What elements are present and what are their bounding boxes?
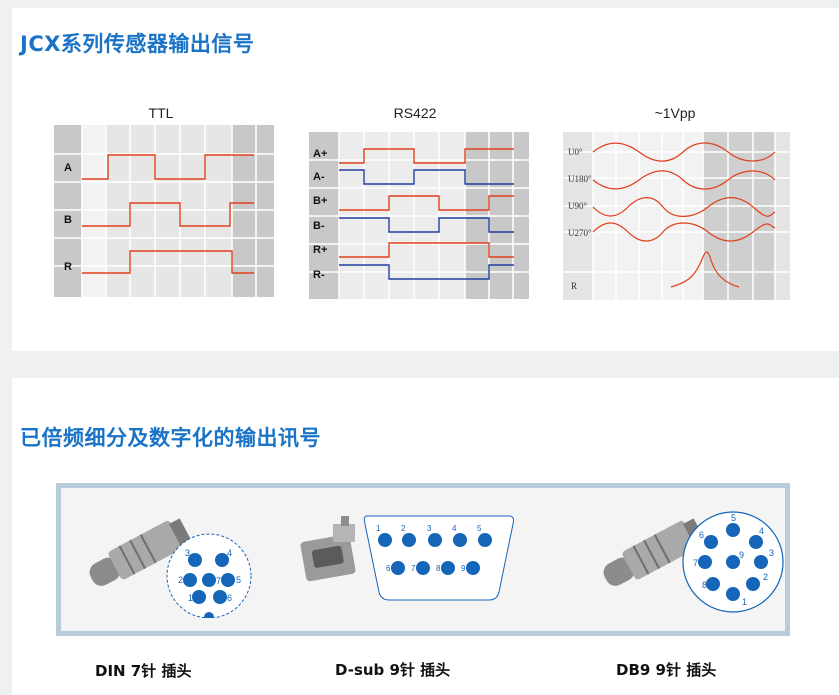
caption-din-7: DIN 7针 插头 [95,662,192,680]
section-title-sensor-output: JCX系列传感器输出信号 [20,32,255,56]
din-pin-4: 4 [227,548,232,558]
rs422-label-r-minus: R- [313,269,325,281]
din-pin-7: 7 [216,576,221,586]
db9-pin-9: 9 [739,550,744,560]
rs422-label-a-plus: A+ [313,148,327,160]
dsub-pin-9: 9 [461,564,466,573]
db9-pin-8: 8 [702,580,707,590]
dsub-pin-6: 6 [386,564,391,573]
caption-db9-9: DB9 9针 插头 [616,661,717,679]
rs422-signal-chart: A+ A- B+ B- R+ R- [309,132,529,299]
rs422-label-a-minus: A- [313,171,325,183]
din-pin-5: 5 [236,575,241,585]
1vpp-label-u180: U180° [568,174,592,184]
ttl-label-a: A [64,162,72,174]
dsub-pin-5: 5 [477,524,482,533]
dsub-pin-8: 8 [436,564,441,573]
dsub-pin-3: 3 [427,524,432,533]
sensor-output-panel: JCX系列传感器输出信号 TTL A B R R [12,8,839,351]
1vpp-label-u90: U90° [568,201,587,211]
ttl-signal-chart: A B R [54,125,274,297]
db9-pin-3: 3 [769,548,774,558]
chart-title-rs422: RS422 [393,105,437,121]
digital-output-panel: 已倍频细分及数字化的输出讯号 3 4 2 7 5 [12,378,839,695]
dsub-9-connector-image: 1 2 3 4 5 6 7 8 9 [300,515,514,601]
din-pin-3: 3 [185,548,190,558]
1vpp-label-r: R [571,281,577,291]
chart-title-1vpp: ~1Vpp [654,105,696,121]
dsub-pin-4: 4 [452,524,457,533]
rs422-label-r-plus: R+ [313,244,327,256]
din-pin-1: 1 [188,593,193,603]
section-title-digital-output: 已倍频细分及数字化的输出讯号 [20,426,321,450]
rs422-label-b-plus: B+ [313,195,327,207]
ttl-label-r: R [64,261,72,273]
1vpp-label-u0: U0° [568,147,583,157]
din-pin-6: 6 [227,593,232,603]
db9-pin-6: 6 [699,530,704,540]
1vpp-label-u270: U270° [568,228,592,238]
chart-title-ttl: TTL [148,105,174,121]
1vpp-signal-chart: U0° U180° U90° U270° R [563,132,790,300]
caption-dsub-9: D-sub 9针 插头 [335,661,451,679]
connector-illustration-box: 3 4 2 7 5 1 6 1 2 [56,483,790,636]
db9-pin-1: 1 [742,597,747,607]
din-pin-2: 2 [178,575,183,585]
dsub-pin-7: 7 [411,564,416,573]
db9-pin-2: 2 [763,572,768,582]
dsub-pin-1: 1 [376,524,381,533]
dsub-pin-2: 2 [401,524,406,533]
db9-pin-7: 7 [693,558,698,568]
rs422-label-b-minus: B- [313,220,325,232]
db9-pin-5: 5 [731,513,736,523]
din-7-connector-image: 3 4 2 7 5 1 6 [89,518,252,618]
db9-round-connector-image: 5 4 3 2 1 8 7 6 9 [603,511,784,613]
ttl-label-b: B [64,214,72,226]
db9-pin-4: 4 [759,526,764,536]
